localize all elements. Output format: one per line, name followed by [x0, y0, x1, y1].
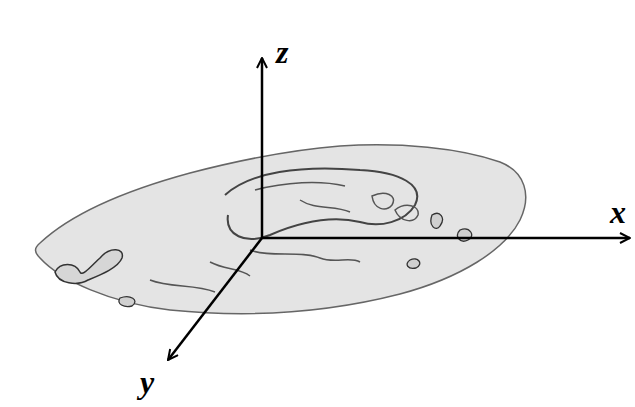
specimen-outline [36, 145, 526, 314]
axis-label: x [610, 196, 626, 228]
axis-label: y [140, 366, 154, 398]
y-axis [168, 238, 262, 360]
specimen-right-structure [119, 213, 472, 306]
x-axis [262, 237, 630, 240]
axis-label: z [276, 36, 288, 68]
specimen-left-structure [55, 250, 122, 284]
specimen-inner-ring [225, 168, 417, 238]
z-axis [261, 58, 264, 238]
